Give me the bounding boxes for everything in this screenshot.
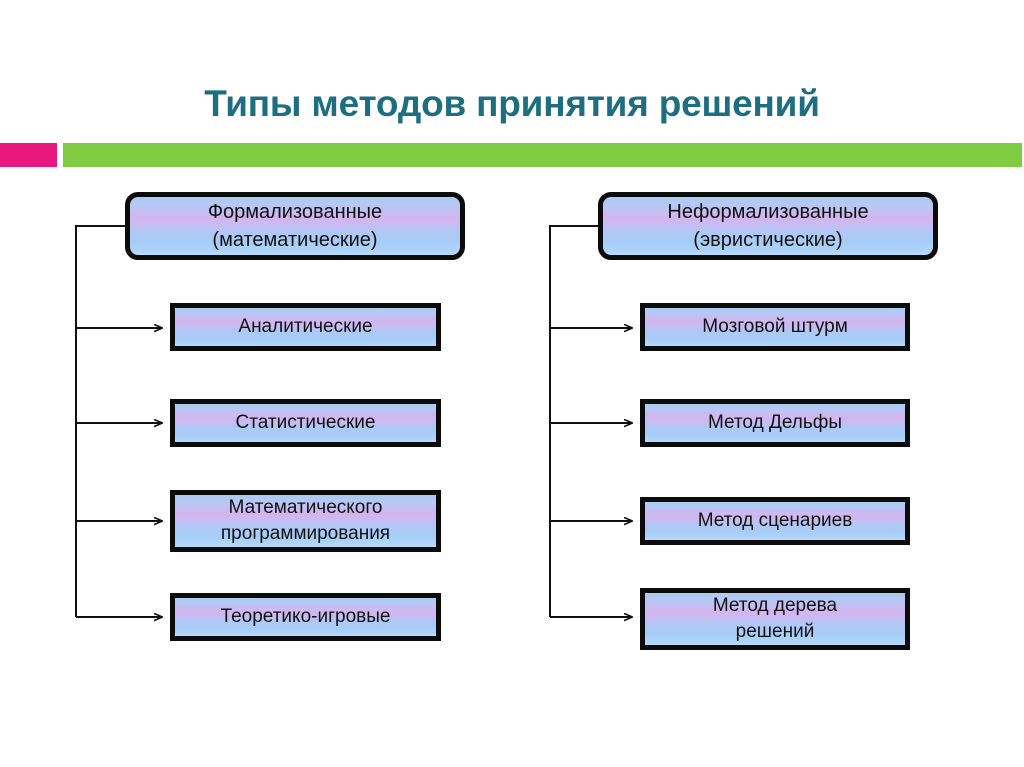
connector-group-formalized xyxy=(75,225,162,617)
node-label: Метод дерева решений xyxy=(712,595,838,642)
node-label: Математического программирования xyxy=(220,497,391,544)
node-non-formalized-child-1[interactable]: Мозговой штурм xyxy=(640,303,910,351)
accent-bar-pink xyxy=(0,143,57,167)
node-label: Метод Дельфы xyxy=(707,412,843,433)
node-formalized-child-2[interactable]: Статистические xyxy=(170,399,441,447)
node-label: Неформализованные (эвристические) xyxy=(667,201,869,251)
node-label: Теоретико-игровые xyxy=(220,606,391,627)
node-non-formalized-child-2[interactable]: Метод Дельфы xyxy=(640,399,910,447)
page-title: Типы методов принятия решений xyxy=(204,83,820,124)
node-formalized-root[interactable]: Формализованные (математические) xyxy=(125,192,465,260)
node-formalized-child-1[interactable]: Аналитические xyxy=(170,303,441,351)
node-label: Формализованные (математические) xyxy=(207,201,383,251)
node-formalized-child-4[interactable]: Теоретико-игровые xyxy=(170,593,441,641)
node-label: Статистические xyxy=(235,412,376,433)
node-label: Мозговой штурм xyxy=(702,316,848,337)
accent-bar-green xyxy=(63,143,1022,167)
node-label: Аналитические xyxy=(238,316,373,337)
node-formalized-child-3[interactable]: Математического программирования xyxy=(170,490,441,552)
node-non-formalized-child-4[interactable]: Метод дерева решений xyxy=(640,588,910,650)
node-non-formalized-root[interactable]: Неформализованные (эвристические) xyxy=(598,192,938,260)
connector-group-non-formalized xyxy=(549,225,632,617)
node-label: Метод сценариев xyxy=(697,510,853,531)
node-non-formalized-child-3[interactable]: Метод сценариев xyxy=(640,497,910,545)
